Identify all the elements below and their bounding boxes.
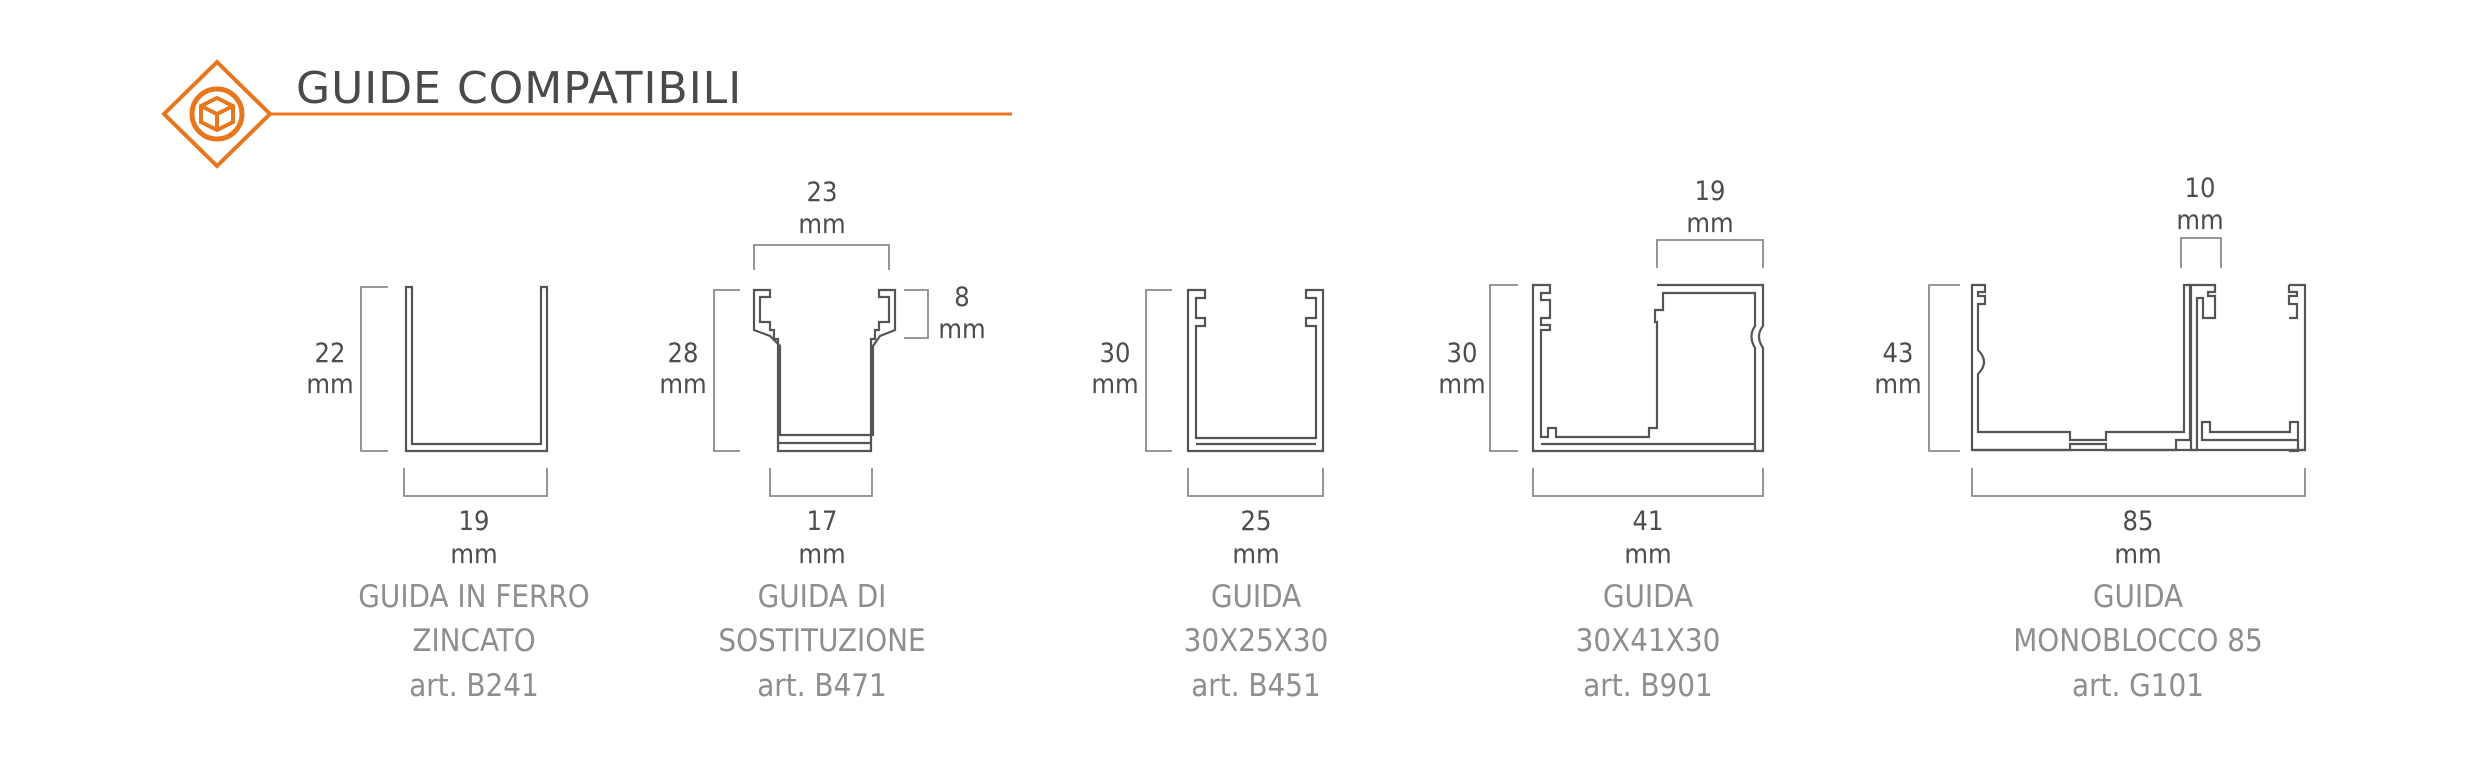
profile-g101-right <box>2200 420 2300 442</box>
profile-b451 <box>1186 288 1325 453</box>
caption-line-2: MONOBLOCCO 85 <box>2013 623 2263 659</box>
width-value: 19 <box>459 506 490 537</box>
caption-line-1: GUIDA <box>1211 579 1301 615</box>
height-dim-line <box>1489 284 1518 452</box>
width-value: 41 <box>1633 506 1664 537</box>
profile-b901 <box>1531 283 1757 453</box>
width-dim-line <box>1532 468 1764 497</box>
header: GUIDE COMPATIBILI <box>161 59 1012 169</box>
width-value: 25 <box>1241 506 1272 537</box>
top-value: 23 <box>807 177 838 208</box>
page-title: GUIDE COMPATIBILI <box>296 63 742 114</box>
width-value: 85 <box>2123 506 2154 537</box>
article-code: art. B471 <box>757 668 887 704</box>
caption-line-1: GUIDA <box>1603 579 1693 615</box>
profile-b471 <box>752 288 897 453</box>
profile-g101 <box>1970 283 2192 452</box>
caption-line-1: GUIDA <box>2093 579 2183 615</box>
top-value: 19 <box>1695 176 1726 207</box>
article-code: art. B241 <box>409 668 539 704</box>
height-value: 30 <box>1447 338 1478 369</box>
guide-b901: 19 mm 30 mm 41 mm GUIDA 30X41X30 art. B9… <box>1438 176 1765 704</box>
width-dim-line <box>1187 468 1324 497</box>
caption-line-2: ZINCATO <box>412 623 535 659</box>
guide-g101: 10 mm 43 mm 85 mm GUIDA MONOBLOCCO 85 ar… <box>1874 173 2307 704</box>
height-dim-line <box>1145 289 1172 452</box>
height-unit: mm <box>659 369 706 400</box>
side-dim-line <box>904 289 929 339</box>
width-unit: mm <box>2114 539 2161 570</box>
caption-line-2: 30X41X30 <box>1576 623 1721 659</box>
width-value: 17 <box>807 506 838 537</box>
top-dim-line <box>2180 237 2222 268</box>
width-unit: mm <box>1624 539 1671 570</box>
height-dim-line <box>360 286 388 452</box>
width-unit: mm <box>798 539 845 570</box>
width-unit: mm <box>450 539 497 570</box>
article-code: art. B451 <box>1191 668 1321 704</box>
height-unit: mm <box>1438 369 1485 400</box>
height-unit: mm <box>1091 369 1138 400</box>
height-dim-line <box>1928 284 1960 452</box>
caption-line-2: 30X25X30 <box>1184 623 1329 659</box>
width-dim-line <box>769 468 873 497</box>
height-value: 22 <box>315 338 346 369</box>
caption-line-2: SOSTITUZIONE <box>718 623 925 659</box>
article-code: art. B901 <box>1583 668 1713 704</box>
width-dim-line <box>1971 468 2306 497</box>
width-dim-line <box>403 468 548 497</box>
diamond-profile-icon <box>161 59 273 169</box>
top-unit: mm <box>1686 208 1733 239</box>
side-unit: mm <box>938 314 985 345</box>
side-value: 8 <box>954 282 969 313</box>
top-value: 10 <box>2185 173 2216 204</box>
height-value: 43 <box>1883 338 1914 369</box>
caption-line-1: GUIDA IN FERRO <box>358 579 589 615</box>
top-dim-line <box>1656 239 1764 268</box>
top-dim-line <box>753 244 890 270</box>
guide-b451: 30 mm 25 mm GUIDA 30X25X30 art. B451 <box>1091 288 1329 704</box>
height-value: 28 <box>668 338 699 369</box>
width-unit: mm <box>1232 539 1279 570</box>
guide-b241: 22 mm 19 mm GUIDA IN FERRO ZINCATO art. … <box>306 285 590 704</box>
height-unit: mm <box>1874 369 1921 400</box>
caption-line-1: GUIDA DI <box>758 579 887 615</box>
guide-b471: 23 mm 8 mm 28 mm 17 mm GUIDA DI SOSTITUZ… <box>659 177 985 704</box>
article-code: art. G101 <box>2072 668 2204 704</box>
height-dim-line <box>713 289 740 452</box>
top-unit: mm <box>798 209 845 240</box>
top-unit: mm <box>2176 205 2223 236</box>
profile-b241 <box>404 285 549 453</box>
height-unit: mm <box>306 369 353 400</box>
profile-b901-inner <box>1657 283 1765 453</box>
height-value: 30 <box>1100 338 1131 369</box>
